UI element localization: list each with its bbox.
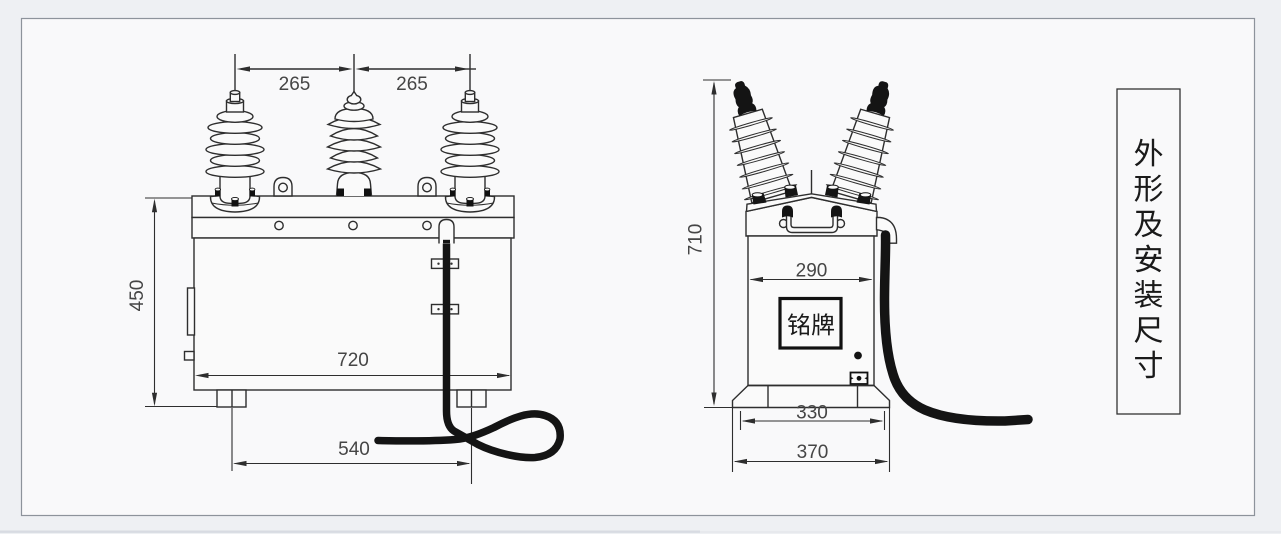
svg-text:330: 330 bbox=[796, 403, 828, 424]
svg-text:720: 720 bbox=[337, 350, 369, 371]
svg-text:540: 540 bbox=[338, 439, 370, 460]
svg-text:710: 710 bbox=[686, 224, 707, 256]
svg-text:450: 450 bbox=[127, 280, 148, 312]
svg-text:370: 370 bbox=[797, 442, 829, 463]
svg-text:265: 265 bbox=[396, 74, 428, 95]
svg-text:265: 265 bbox=[279, 74, 311, 95]
svg-text:290: 290 bbox=[796, 261, 828, 282]
